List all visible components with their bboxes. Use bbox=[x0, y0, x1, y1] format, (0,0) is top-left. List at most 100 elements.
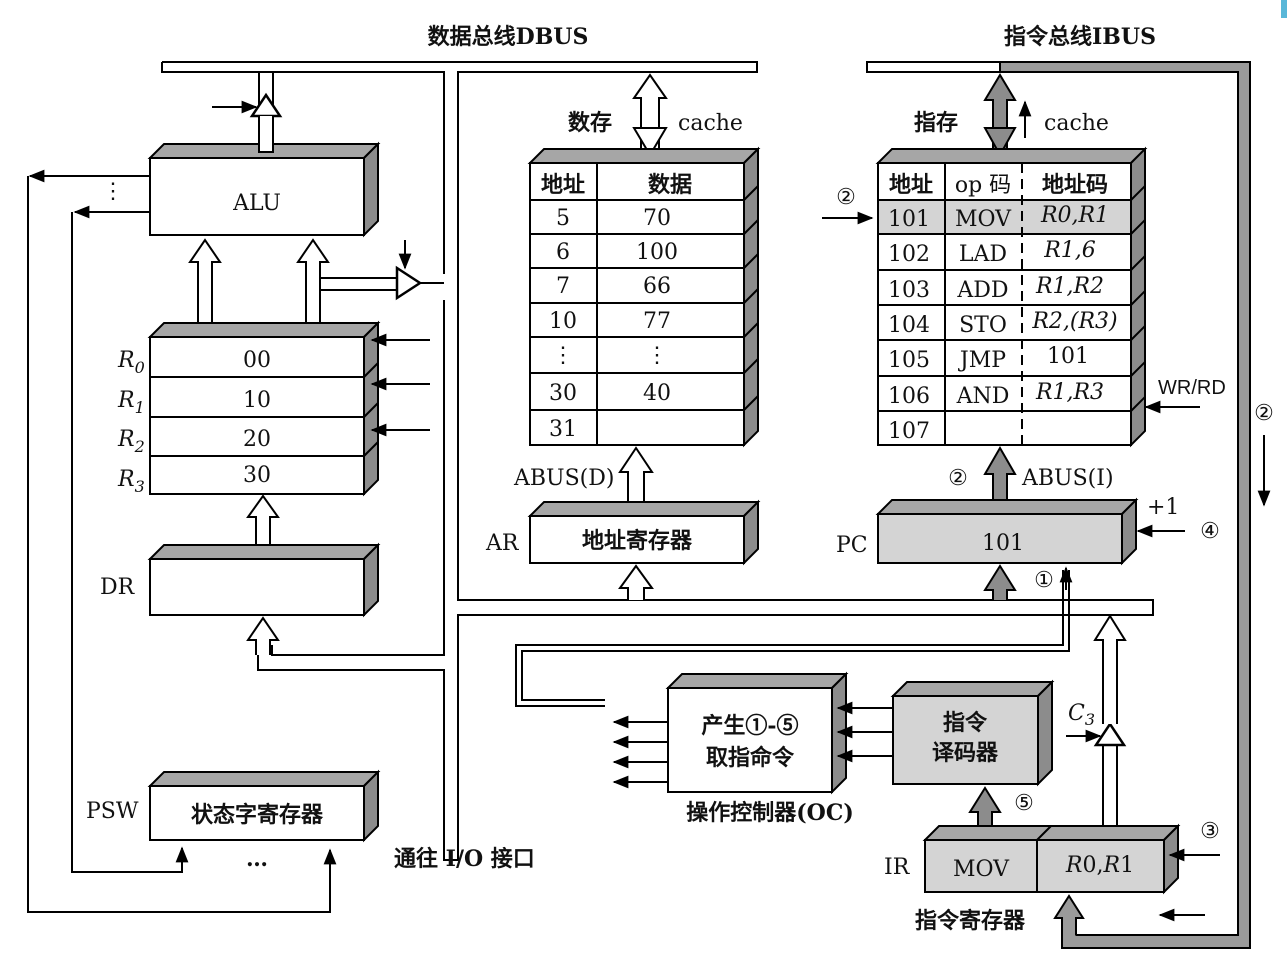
program-counter: 101 PC +1 ④ bbox=[836, 495, 1220, 566]
alu-output-buffer bbox=[212, 71, 283, 153]
bus-to-pc-arrow bbox=[983, 564, 1017, 600]
instr-cell: R1,R2 bbox=[1035, 274, 1104, 299]
data-memory-bus-arrow-down bbox=[632, 127, 668, 157]
step-4-marker: ④ bbox=[1200, 519, 1220, 544]
oc-command-outputs bbox=[612, 715, 668, 789]
oc-line-2: 取指命令 bbox=[706, 745, 795, 771]
step-3-marker: ③ bbox=[1200, 819, 1220, 844]
pc-label: PC bbox=[836, 533, 868, 558]
register-name-r1: R1 bbox=[117, 388, 145, 417]
step-1-marker: ① bbox=[1034, 568, 1054, 593]
instr-cell: STO bbox=[959, 313, 1007, 338]
instr-memory-bus-arrow-down bbox=[983, 127, 1017, 158]
instr-cell: R1,6 bbox=[1043, 238, 1096, 263]
psw-more-inputs: … bbox=[246, 846, 268, 872]
step-2-marker-memory: ② bbox=[836, 185, 856, 210]
instr-cell: 104 bbox=[888, 313, 930, 338]
corner-accent bbox=[1281, 0, 1287, 18]
data-memory-table: 地址 数据 5 70 6 100 7 66 10 77 ⋮ ⋮ 30 40 31 bbox=[527, 146, 761, 448]
data-memory-cache: cache bbox=[678, 111, 743, 136]
step-2-marker-abus: ② bbox=[948, 466, 968, 491]
alu-more-outputs: ⋮ bbox=[102, 179, 124, 204]
ar-label: AR bbox=[485, 531, 520, 556]
instr-cell: ADD bbox=[956, 278, 1008, 303]
bus-to-ir-arrow bbox=[1053, 894, 1085, 948]
data-bus bbox=[161, 61, 1154, 861]
register-name-r0: R0 bbox=[117, 348, 145, 377]
data-header-data: 数据 bbox=[648, 172, 692, 198]
instruction-decoder: 指令 译码器 bbox=[890, 679, 1055, 787]
decoder-to-oc-lines bbox=[836, 701, 893, 763]
control-line-step-1 bbox=[515, 570, 1070, 707]
instr-cell: R0,R1 bbox=[1040, 203, 1109, 228]
instr-memory-label: 指存 bbox=[914, 110, 958, 136]
data-cell: 100 bbox=[636, 240, 678, 265]
data-header-address: 地址 bbox=[541, 172, 585, 198]
data-bus-title: 数据总线DBUS bbox=[428, 24, 589, 50]
abus-d-label: ABUS(D) bbox=[513, 466, 614, 491]
data-cell: 6 bbox=[556, 240, 570, 265]
register-name-r3: R3 bbox=[117, 467, 145, 496]
psw-box-label: 状态字寄存器 bbox=[191, 802, 324, 828]
instr-cell: 101 bbox=[888, 207, 930, 232]
instruction-bus-title: 指令总线IBUS bbox=[1004, 24, 1156, 50]
data-cell: 77 bbox=[643, 309, 671, 334]
data-memory-label: 数存 bbox=[568, 110, 612, 136]
pc-increment-label: +1 bbox=[1147, 495, 1179, 520]
instr-cell: LAD bbox=[959, 242, 1007, 267]
psw-register: 状态字寄存器 PSW … bbox=[86, 769, 381, 872]
ir-caption: 指令寄存器 bbox=[915, 908, 1026, 934]
highlighted-instruction-row bbox=[879, 201, 1130, 234]
instruction-register: MOV R0,R1 IR 指令寄存器 bbox=[884, 823, 1181, 934]
instr-memory-cache: cache bbox=[1044, 111, 1109, 136]
register-value-r2: 20 bbox=[243, 427, 271, 452]
operation-controller: 产生①-⑤ 取指命令 操作控制器(OC) bbox=[665, 671, 854, 826]
instr-cell: 102 bbox=[888, 242, 930, 267]
c3-control: C3 bbox=[1068, 701, 1095, 729]
pc-value: 101 bbox=[982, 531, 1024, 556]
register-value-r0: 00 bbox=[243, 348, 271, 373]
data-cell: 30 bbox=[549, 381, 577, 406]
register-value-r1: 10 bbox=[243, 388, 271, 413]
dr-to-registers-arrow bbox=[246, 494, 280, 551]
step-2-marker-bus: ② bbox=[1254, 401, 1274, 426]
instr-cell: 106 bbox=[888, 384, 930, 409]
data-cell: 70 bbox=[643, 206, 671, 231]
instr-header-address: 地址 bbox=[889, 172, 933, 198]
abus-i-label: ABUS(I) bbox=[1021, 466, 1114, 491]
ir-opcode: MOV bbox=[953, 857, 1010, 882]
register-file: 00 10 20 30 R0 R1 R2 R3 bbox=[117, 320, 430, 497]
alu-input-arrows bbox=[188, 238, 330, 331]
decoder-line-1: 指令 bbox=[943, 710, 988, 736]
io-interface-label: 通往 I/O 接口 bbox=[394, 846, 535, 872]
oc-line-1: 产生①-⑤ bbox=[701, 713, 798, 739]
bus-input-buffer bbox=[320, 240, 444, 301]
data-cell: 66 bbox=[643, 274, 671, 299]
instr-cell: R2,(R3) bbox=[1031, 309, 1117, 334]
data-cell: 7 bbox=[556, 274, 570, 299]
psw-label: PSW bbox=[86, 799, 139, 824]
register-name-r2: R2 bbox=[117, 427, 145, 456]
instr-cell: 101 bbox=[1047, 344, 1089, 369]
instruction-memory-table: 地址 op 码 地址码 101 MOV R0,R1 102 LAD R1,6 1… bbox=[875, 146, 1148, 448]
data-cell: 40 bbox=[643, 381, 671, 406]
abus-d-arrow bbox=[618, 446, 654, 511]
bus-to-dr-arrow bbox=[246, 616, 280, 655]
instr-cell: MOV bbox=[955, 207, 1012, 232]
alu-block: ALU bbox=[147, 141, 381, 238]
instr-cell: 107 bbox=[888, 419, 930, 444]
data-cell: 5 bbox=[556, 206, 570, 231]
instr-cell: 105 bbox=[888, 348, 930, 373]
address-register-label: 地址寄存器 bbox=[582, 528, 693, 554]
ir-label: IR bbox=[884, 855, 911, 880]
dr-register: DR bbox=[100, 542, 381, 618]
address-register: 地址寄存器 AR bbox=[485, 499, 761, 566]
data-cell: 31 bbox=[549, 417, 577, 442]
instr-header-opcode: op 码 bbox=[955, 173, 1011, 198]
instr-cell: AND bbox=[956, 384, 1010, 409]
decoder-line-2: 译码器 bbox=[932, 740, 999, 766]
dr-label: DR bbox=[100, 575, 136, 600]
wr-rd-label: WR/RD bbox=[1158, 377, 1226, 399]
alu-label: ALU bbox=[232, 191, 281, 216]
